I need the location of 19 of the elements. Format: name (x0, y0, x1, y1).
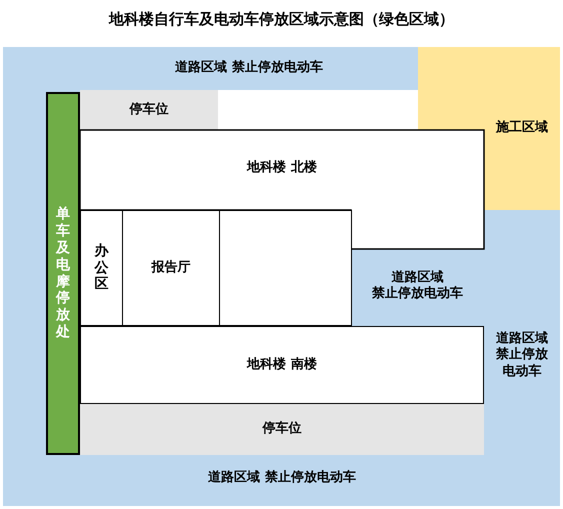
hall-room (122, 210, 220, 326)
road-label: 道路区域禁止停放电动车 (371, 270, 464, 302)
road-label: 道路区域禁止停放电动车 (495, 331, 549, 380)
vertical-label: 办公区 (94, 242, 108, 294)
parking-area (80, 404, 484, 455)
area-label: 停车位 (262, 421, 302, 438)
vertical-label: 单车及电摩停放处 (56, 206, 70, 341)
bike-parking-area (46, 92, 80, 455)
area-label: 报告厅 (152, 260, 190, 276)
area-label: 地科楼 北楼 (246, 160, 318, 176)
road-label: 道路区域 禁止停放电动车 (207, 470, 357, 486)
road-label: 道路区域 禁止停放电动车 (174, 60, 324, 76)
area-label: 地科楼 南楼 (247, 356, 317, 374)
diagram-title: 地科楼自行车及电动车停放区域示意图（绿色区域） (108, 10, 455, 29)
parking-area (80, 90, 218, 130)
office-room (80, 210, 123, 326)
building-box (80, 326, 484, 404)
area-label: 施工区域 (494, 120, 549, 136)
area-label: 停车位 (130, 102, 168, 118)
